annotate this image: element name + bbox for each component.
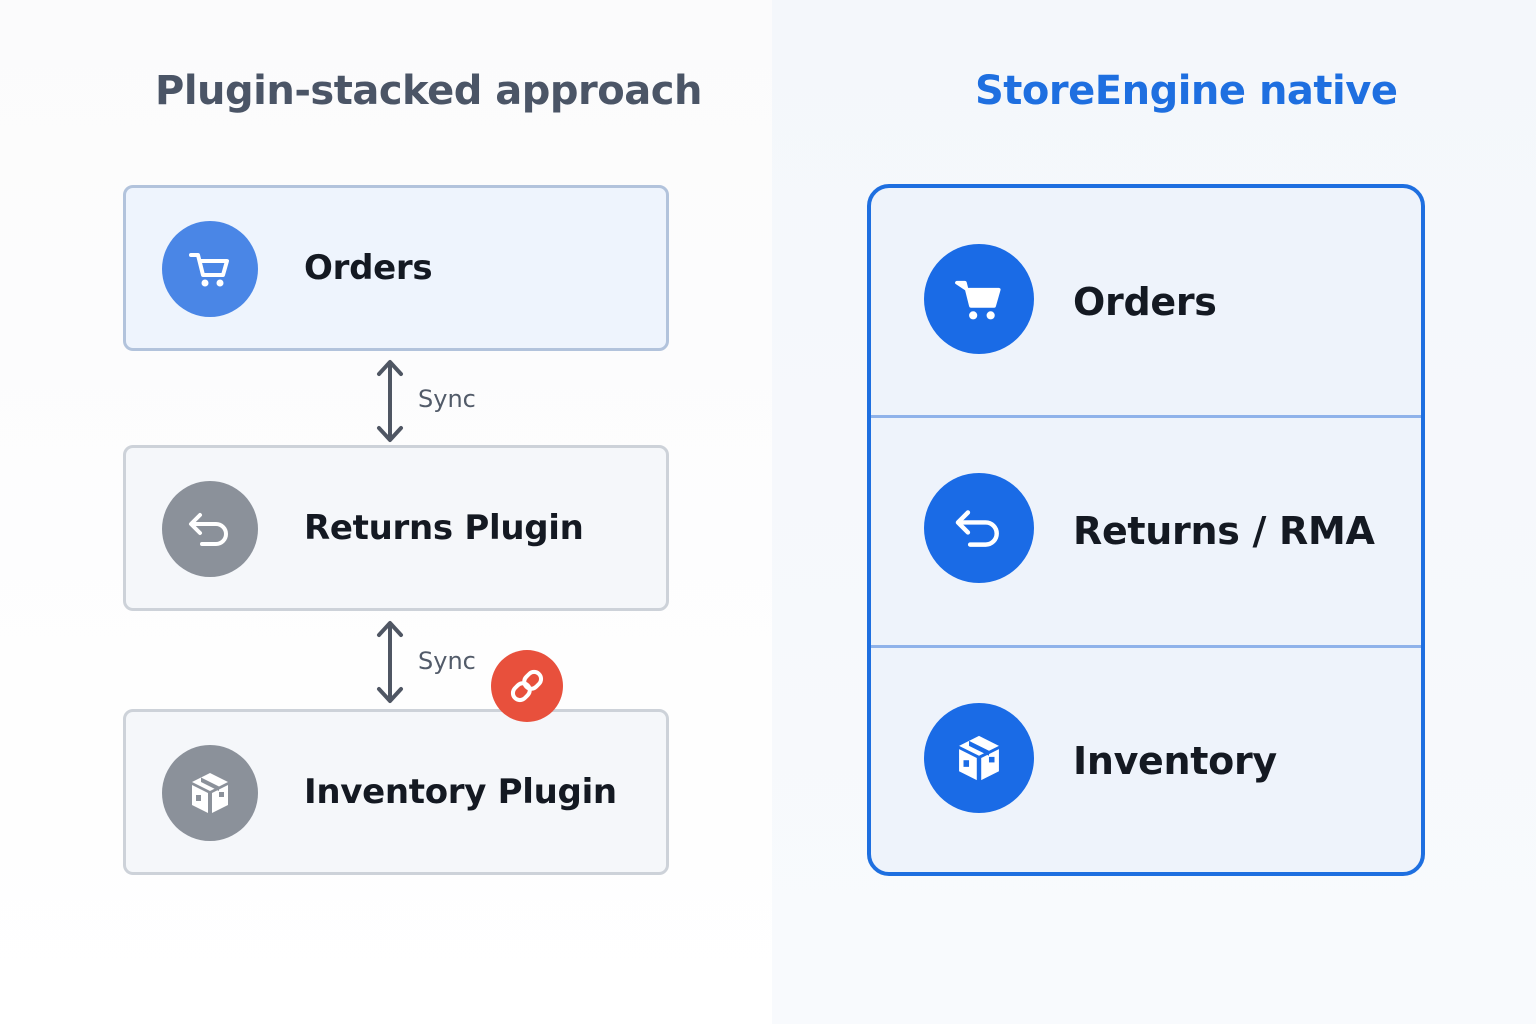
returns-plugin-label: Returns Plugin xyxy=(304,508,584,548)
box-icon xyxy=(924,703,1034,813)
native-returns-label: Returns / RMA xyxy=(1073,509,1375,553)
return-arrow-icon xyxy=(162,481,258,577)
broken-link-badge xyxy=(491,650,563,722)
sync-label: Sync xyxy=(418,647,476,675)
plugin-stacked-panel: Plugin-stacked approach Orders Sync Retu… xyxy=(0,0,772,1024)
plugin-stacked-title: Plugin-stacked approach xyxy=(155,68,702,114)
sync-arrow-icon xyxy=(377,360,403,442)
orders-label: Orders xyxy=(304,248,433,288)
sync-arrow-icon xyxy=(377,621,403,703)
sync-label: Sync xyxy=(418,385,476,413)
orders-box: Orders xyxy=(123,185,669,351)
storeengine-native-title: StoreEngine native xyxy=(975,68,1398,114)
inventory-plugin-box: Inventory Plugin xyxy=(123,709,669,875)
return-arrow-icon xyxy=(924,473,1034,583)
native-row-orders: Orders xyxy=(871,188,1421,418)
native-card: Orders Returns / RMA Inventory xyxy=(867,184,1425,876)
box-icon xyxy=(162,745,258,841)
cart-icon xyxy=(924,244,1034,354)
cart-icon xyxy=(162,221,258,317)
link-icon xyxy=(510,669,544,703)
native-inventory-label: Inventory xyxy=(1073,739,1277,783)
inventory-plugin-label: Inventory Plugin xyxy=(304,772,617,812)
native-orders-label: Orders xyxy=(1073,280,1217,324)
native-row-returns: Returns / RMA xyxy=(871,415,1421,648)
native-row-inventory: Inventory xyxy=(871,645,1421,872)
returns-plugin-box: Returns Plugin xyxy=(123,445,669,611)
